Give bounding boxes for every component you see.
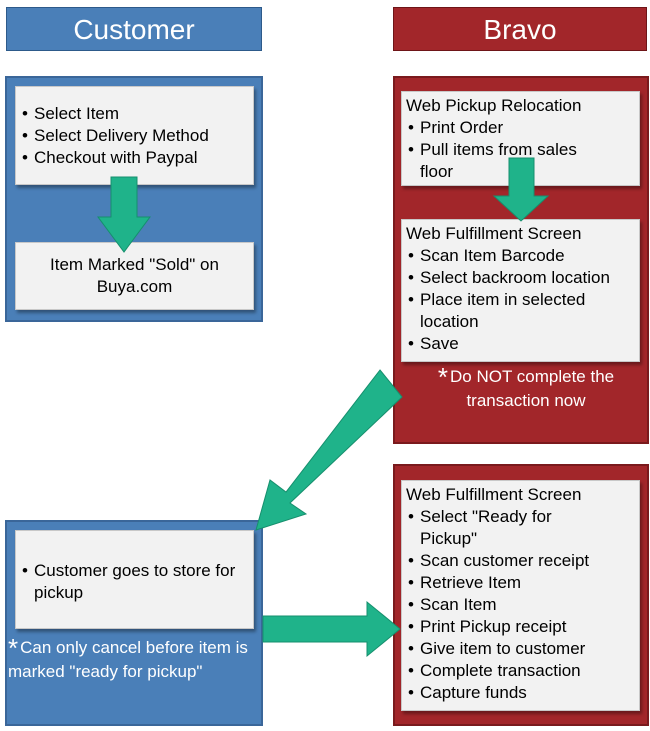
list-item: Pull items from sales floor xyxy=(406,139,635,183)
do-not-complete-note: *Do NOT complete the transaction now xyxy=(416,362,636,425)
list-item: Give item to customer xyxy=(406,638,635,660)
list-item: Print Order xyxy=(406,117,635,139)
card-title: Web Fulfillment Screen xyxy=(406,224,582,243)
list-item: Customer goes to store for pickup xyxy=(20,560,239,604)
customer-pickup-card: Customer goes to store for pickup xyxy=(15,530,254,629)
list-item: Capture funds xyxy=(406,682,635,704)
customer-order-list: Select Item Select Delivery Method Check… xyxy=(20,103,249,169)
list-item: Checkout with Paypal xyxy=(20,147,249,169)
list-item: Scan Item xyxy=(406,594,635,616)
list-item: Complete transaction xyxy=(406,660,635,682)
right-arrow-to-bravo xyxy=(262,600,401,658)
list-item: Select Item xyxy=(20,103,249,125)
cancel-note: *Can only cancel before item is marked "… xyxy=(8,633,262,696)
list-item: Scan Item Barcode xyxy=(406,245,635,267)
down-arrow-customer xyxy=(97,176,151,253)
list-item: Select Delivery Method xyxy=(20,125,249,147)
item-sold-text: Item Marked "Sold" on Buya.com xyxy=(50,255,219,296)
web-fulfillment-card-pickup: Web Fulfillment Screen Select "Ready for… xyxy=(401,480,640,711)
down-arrow-bravo xyxy=(492,157,550,222)
customer-header: Customer xyxy=(6,7,262,51)
list-item: Print Pickup receipt xyxy=(406,616,635,638)
note-text: Can only cancel before item is marked "r… xyxy=(8,638,248,681)
relocation-list: Print Order Pull items from sales floor xyxy=(406,117,635,183)
list-item: Scan customer receipt xyxy=(406,550,635,572)
asterisk: * xyxy=(8,633,19,663)
list-item: Place item in selected location xyxy=(406,289,635,333)
asterisk: * xyxy=(437,362,449,392)
diagonal-arrow-to-customer xyxy=(255,369,403,531)
web-fulfillment-card-storage: Web Fulfillment Screen Scan Item Barcode… xyxy=(401,219,640,362)
item-sold-card: Item Marked "Sold" on Buya.com xyxy=(15,242,254,310)
list-item: Select "Ready for Pickup" xyxy=(406,506,635,550)
list-item: Retrieve Item xyxy=(406,572,635,594)
card-title: Web Pickup Relocation xyxy=(406,96,582,115)
note-text: Do NOT complete the transaction now xyxy=(450,367,615,410)
list-item: Select backroom location xyxy=(406,267,635,289)
fulfillment-storage-list: Scan Item Barcode Select backroom locati… xyxy=(406,245,635,355)
bravo-header: Bravo xyxy=(393,7,647,51)
customer-order-card: Select Item Select Delivery Method Check… xyxy=(15,86,254,185)
customer-pickup-list: Customer goes to store for pickup xyxy=(20,560,239,604)
fulfillment-pickup-list: Select "Ready for Pickup" Scan customer … xyxy=(406,506,635,704)
card-title: Web Fulfillment Screen xyxy=(406,485,582,504)
list-item: Save xyxy=(406,333,635,355)
